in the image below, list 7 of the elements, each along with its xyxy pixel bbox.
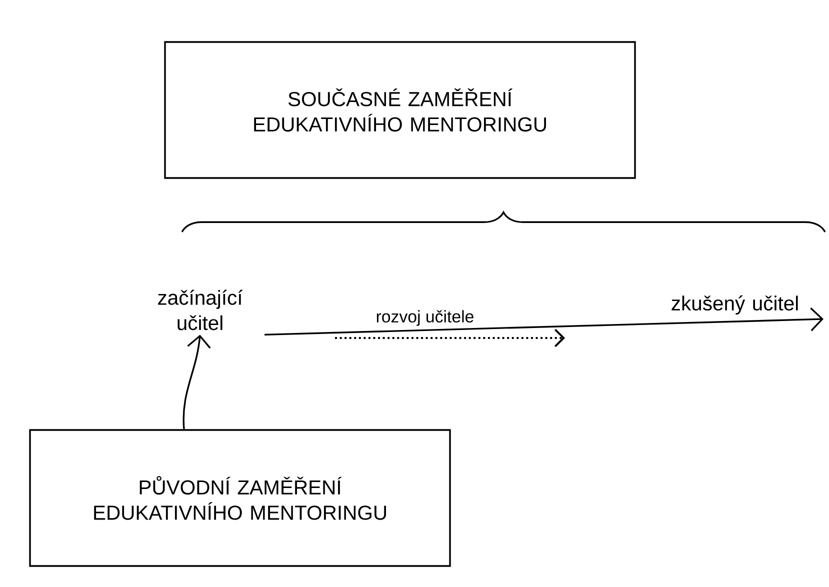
stage-label: začínající učitel	[158, 290, 243, 330]
heading-box: SOUČASNÉ ZAMĚŘENÍ EDUKATIVNÍHO MENTORINGU	[164, 41, 636, 179]
heading-box: PŮVODNÍ ZAMĚŘENÍ EDUKATIVNÍHO MENTORINGU	[29, 429, 451, 567]
stage-label: zkušený učitel	[672, 295, 798, 315]
arrow	[182, 334, 211, 430]
development-label: rozvoj učitele	[376, 310, 474, 326]
arrow	[264, 308, 824, 336]
